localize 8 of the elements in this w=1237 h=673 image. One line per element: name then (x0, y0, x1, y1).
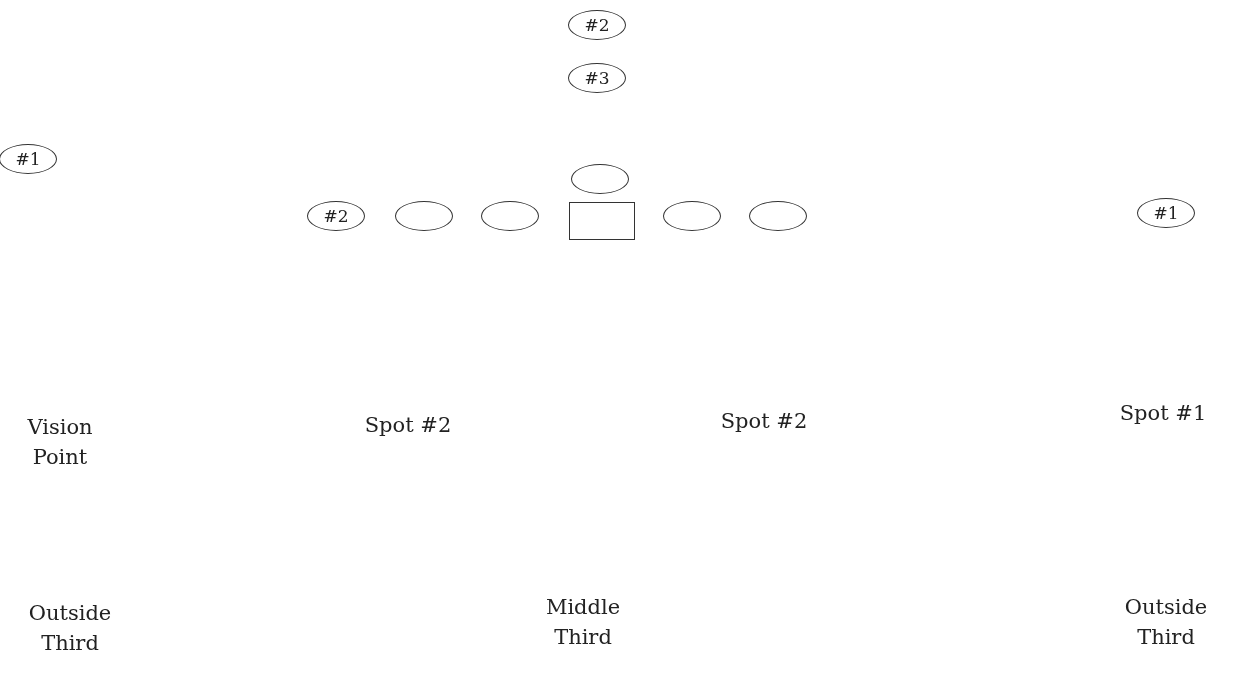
zone-label: Middle Third (544, 594, 622, 651)
zone-label: Outside Third (1123, 594, 1209, 651)
zone-label: Spot #2 (719, 408, 809, 435)
center-square (569, 202, 635, 240)
zone-label: Vision Point (26, 414, 94, 471)
zone-label: Outside Third (27, 600, 113, 657)
zone-label: Spot #1 (1118, 400, 1208, 427)
zone-label: Spot #2 (363, 412, 453, 439)
